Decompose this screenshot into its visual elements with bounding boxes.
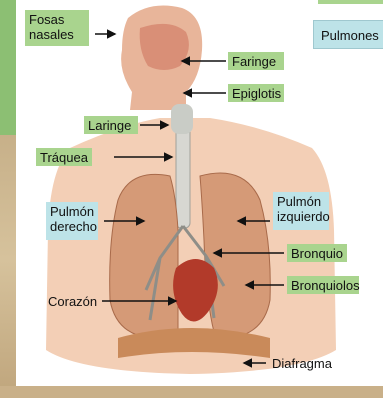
label-pointer-arrows (0, 0, 383, 398)
